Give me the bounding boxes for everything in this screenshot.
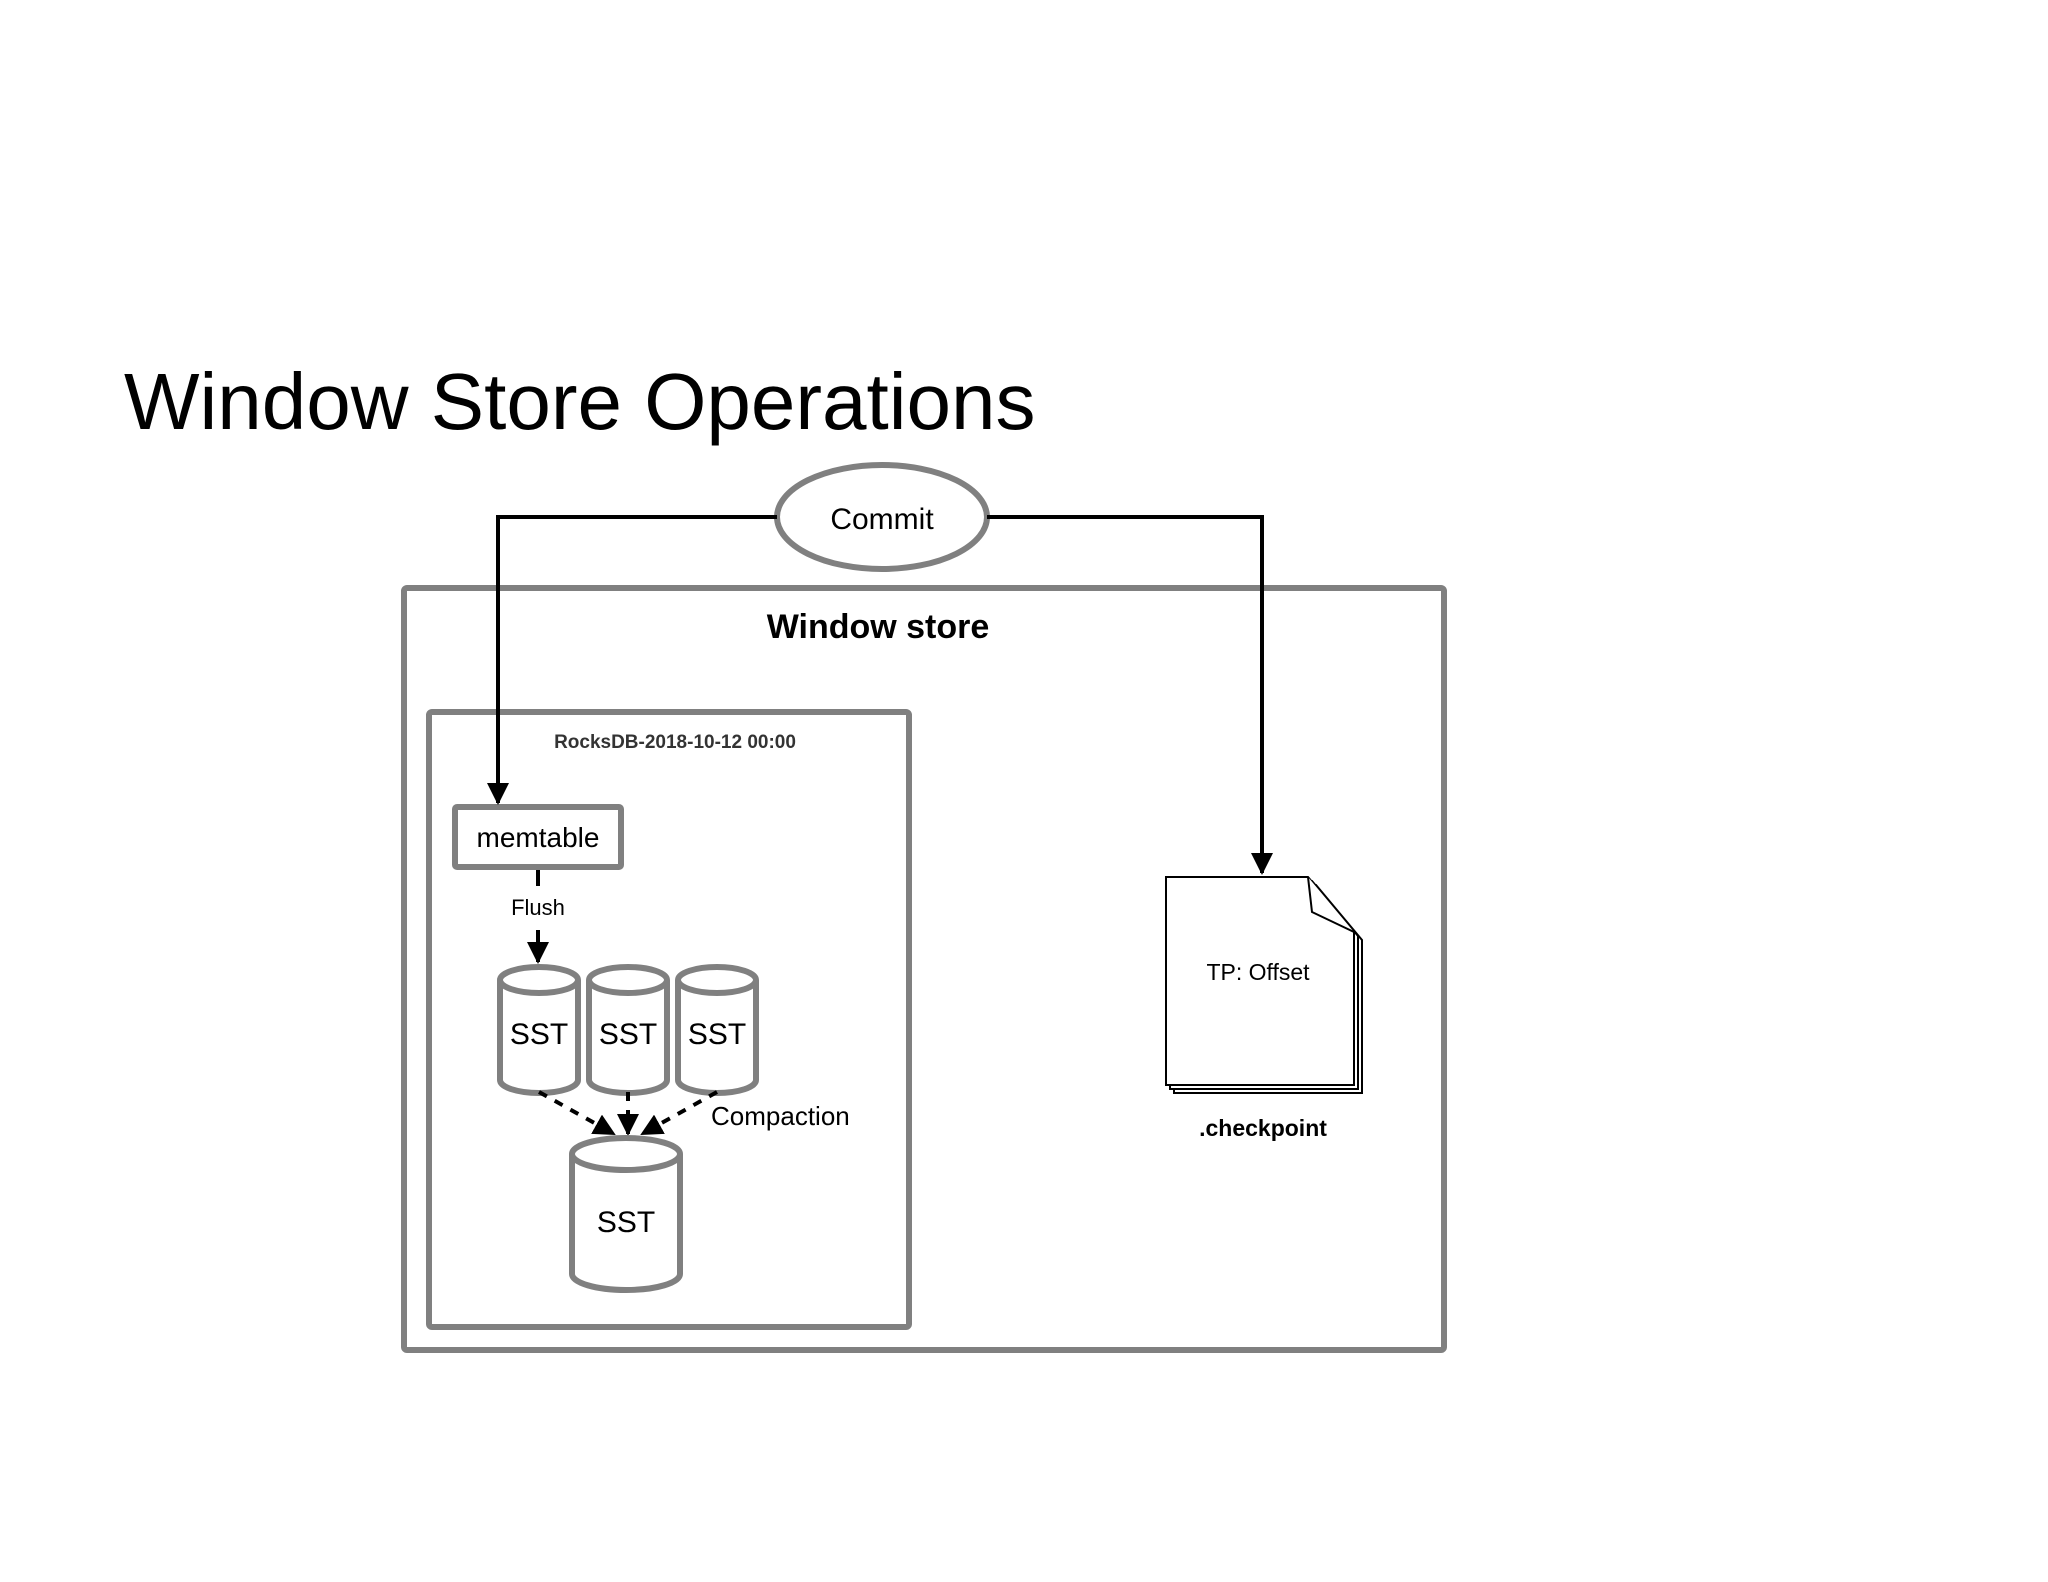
memtable-label: memtable <box>477 822 600 853</box>
commit-to-checkpoint-arrow <box>987 515 1273 875</box>
checkpoint-content: TP: Offset <box>1206 959 1310 985</box>
window-store-label: Window store <box>767 608 990 646</box>
checkpoint-document-icon <box>1165 876 1363 1094</box>
sst-label-2: SST <box>599 1018 657 1051</box>
compaction-arrow-1 <box>538 1090 616 1136</box>
merged-sst-label: SST <box>597 1206 655 1239</box>
sst-label-3: SST <box>688 1018 746 1051</box>
slide-title: Window Store Operations <box>124 357 1036 446</box>
rocksdb-box <box>426 709 912 1330</box>
sst-cylinder-2 <box>586 964 670 1096</box>
window-store-box <box>401 585 1447 1353</box>
checkpoint-label: .checkpoint <box>1199 1115 1327 1141</box>
memtable-box <box>452 804 624 870</box>
merged-sst-cylinder <box>569 1135 683 1293</box>
sst-label-1: SST <box>510 1018 568 1051</box>
compaction-arrow-3 <box>640 1090 718 1136</box>
compaction-label: Compaction <box>711 1101 850 1131</box>
commit-to-memtable-arrow <box>487 515 777 805</box>
flush-label: Flush <box>511 895 565 920</box>
rocksdb-label: RocksDB-2018-10-12 00:00 <box>554 732 796 753</box>
commit-label: Commit <box>830 503 934 536</box>
